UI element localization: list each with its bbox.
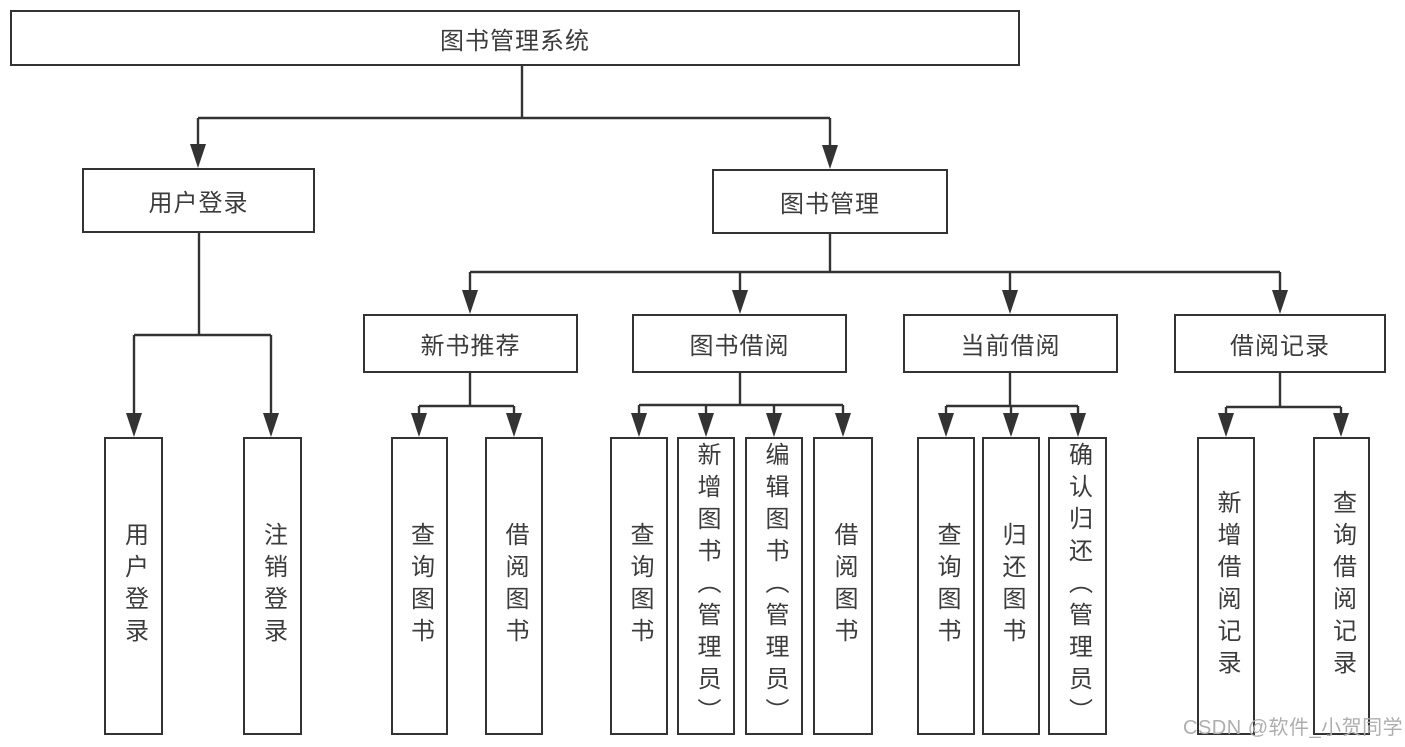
leaf-query-borrow-record: 查询借阅记录 [1313,437,1370,735]
leaf-borrow-books-borrowing: 借阅图书 [813,437,873,735]
leaf-add-borrow-record: 新增借阅记录 [1197,437,1255,735]
leaf-user-login: 用户登录 [104,437,163,735]
node-library-management-system: 图书管理系统 [10,10,1020,66]
node-current-borrowing: 当前借阅 [903,314,1118,373]
leaf-add-books-admin: 新增图书（管理员） [677,437,735,735]
leaf-query-books-current: 查询图书 [917,437,975,735]
leaf-confirm-return-admin: 确认归还（管理员） [1048,437,1107,735]
leaf-borrow-books-recommend: 借阅图书 [485,437,543,735]
node-new-book-recommendation: 新书推荐 [363,314,578,373]
node-book-borrowing: 图书借阅 [632,314,847,373]
leaf-query-books-recommend: 查询图书 [391,437,448,735]
leaf-logout: 注销登录 [243,437,302,735]
node-user-login: 用户登录 [82,168,315,233]
leaf-return-books: 归还图书 [982,437,1040,735]
node-book-management: 图书管理 [712,169,948,234]
watermark-csdn: CSDN @软件_小贺同学 [1183,717,1404,739]
node-borrowing-records: 借阅记录 [1174,314,1386,373]
leaf-query-books-borrowing: 查询图书 [610,437,668,735]
leaf-edit-books-admin: 编辑图书（管理员） [745,437,803,735]
